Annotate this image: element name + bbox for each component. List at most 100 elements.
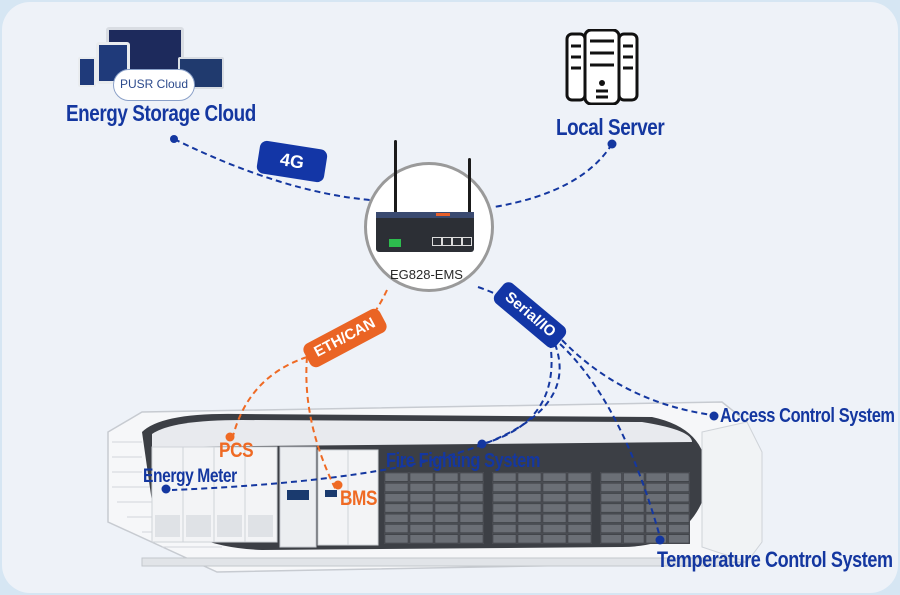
battery-cell [668,524,690,533]
battery-cell [492,472,517,482]
energy-storage-cloud-label: Energy Storage Cloud [66,100,256,126]
battery-cell [517,503,542,513]
battery-cell [384,493,409,503]
battery-cell [668,483,690,492]
battery-cell [623,524,645,533]
link-bms [305,356,337,491]
local-server-label: Local Server [556,114,665,140]
endpoint-access-control [709,411,719,421]
battery-cell [409,472,434,482]
pusr-cloud-label: PUSR Cloud [119,77,189,91]
battery-cell [517,524,542,533]
battery-cell [567,472,592,482]
battery-cell [459,513,484,523]
battery-cell [542,493,567,503]
battery-cell [542,503,567,513]
gateway-label: EG828-EMS [390,267,463,282]
battery-cell [542,513,567,523]
battery-cell [492,524,517,533]
battery-cell [623,483,645,492]
battery-cell [623,472,645,482]
battery-cell [409,483,434,492]
endpoint-fire-fighting [477,439,487,449]
battery-cell [542,483,567,492]
battery-cell [668,513,690,523]
battery-cell [459,503,484,513]
battery-cell [623,503,645,513]
antenna-left-icon [394,140,397,216]
battery-cell [645,503,667,513]
battery-cell [567,503,592,513]
pcs-label: PCS [219,439,254,462]
battery-cell [567,534,592,544]
battery-cell [645,472,667,482]
endpoint-bms [333,480,343,490]
access-control-label: Access Control System [720,405,895,427]
battery-cell [384,513,409,523]
endpoint-pcs [225,432,235,442]
battery-cell [542,524,567,533]
battery-cell [567,483,592,492]
battery-cell [434,472,459,482]
battery-cell [492,483,517,492]
link-local-server [493,143,613,208]
battery-cell [459,534,484,544]
endpoint-server [607,139,617,149]
battery-cell [459,472,484,482]
link-access-control [561,339,713,416]
devices-cloud-icon: PUSR Cloud [78,27,224,101]
battery-cell [600,493,622,503]
battery-cell [668,534,690,544]
battery-cell [492,534,517,544]
temperature-control-label: Temperature Control System [657,547,893,572]
battery-cell [567,493,592,503]
battery-cell [600,513,622,523]
battery-cell [542,472,567,482]
battery-cell [409,524,434,533]
battery-cell [434,483,459,492]
pusr-cloud-badge: PUSR Cloud [113,69,195,101]
bms-label: BMS [340,487,378,510]
battery-cell [542,534,567,544]
battery-cell [668,503,690,513]
battery-cell [459,483,484,492]
battery-cell [434,493,459,503]
battery-cell [645,524,667,533]
battery-cell [384,472,409,482]
battery-cell [384,524,409,533]
battery-cell [600,503,622,513]
battery-cell [434,513,459,523]
battery-cell [517,472,542,482]
battery-cell [492,503,517,513]
battery-cell [409,513,434,523]
battery-cell [517,534,542,544]
battery-cell [384,534,409,544]
battery-cell [459,524,484,533]
battery-cell [623,513,645,523]
battery-cell [434,503,459,513]
battery-cell [623,534,645,544]
battery-cell [645,483,667,492]
battery-cell [567,513,592,523]
battery-cell [434,534,459,544]
battery-cell [384,503,409,513]
router-gateway-icon [376,212,474,252]
battery-cell [517,513,542,523]
battery-cell [623,493,645,503]
battery-cell [600,472,622,482]
battery-cell [517,483,542,492]
fire-fighting-label: Fire Fighting System [386,450,541,472]
endpoint-temperature-control [655,535,665,545]
endpoint-energy-meter [161,484,171,494]
battery-cell [517,493,542,503]
battery-cell [600,483,622,492]
link-temperature-control [559,343,661,538]
server-rack-icon [564,29,640,105]
battery-cell [492,513,517,523]
energy-meter-label: Energy Meter [143,466,237,487]
battery-cell [600,524,622,533]
battery-cell [409,503,434,513]
